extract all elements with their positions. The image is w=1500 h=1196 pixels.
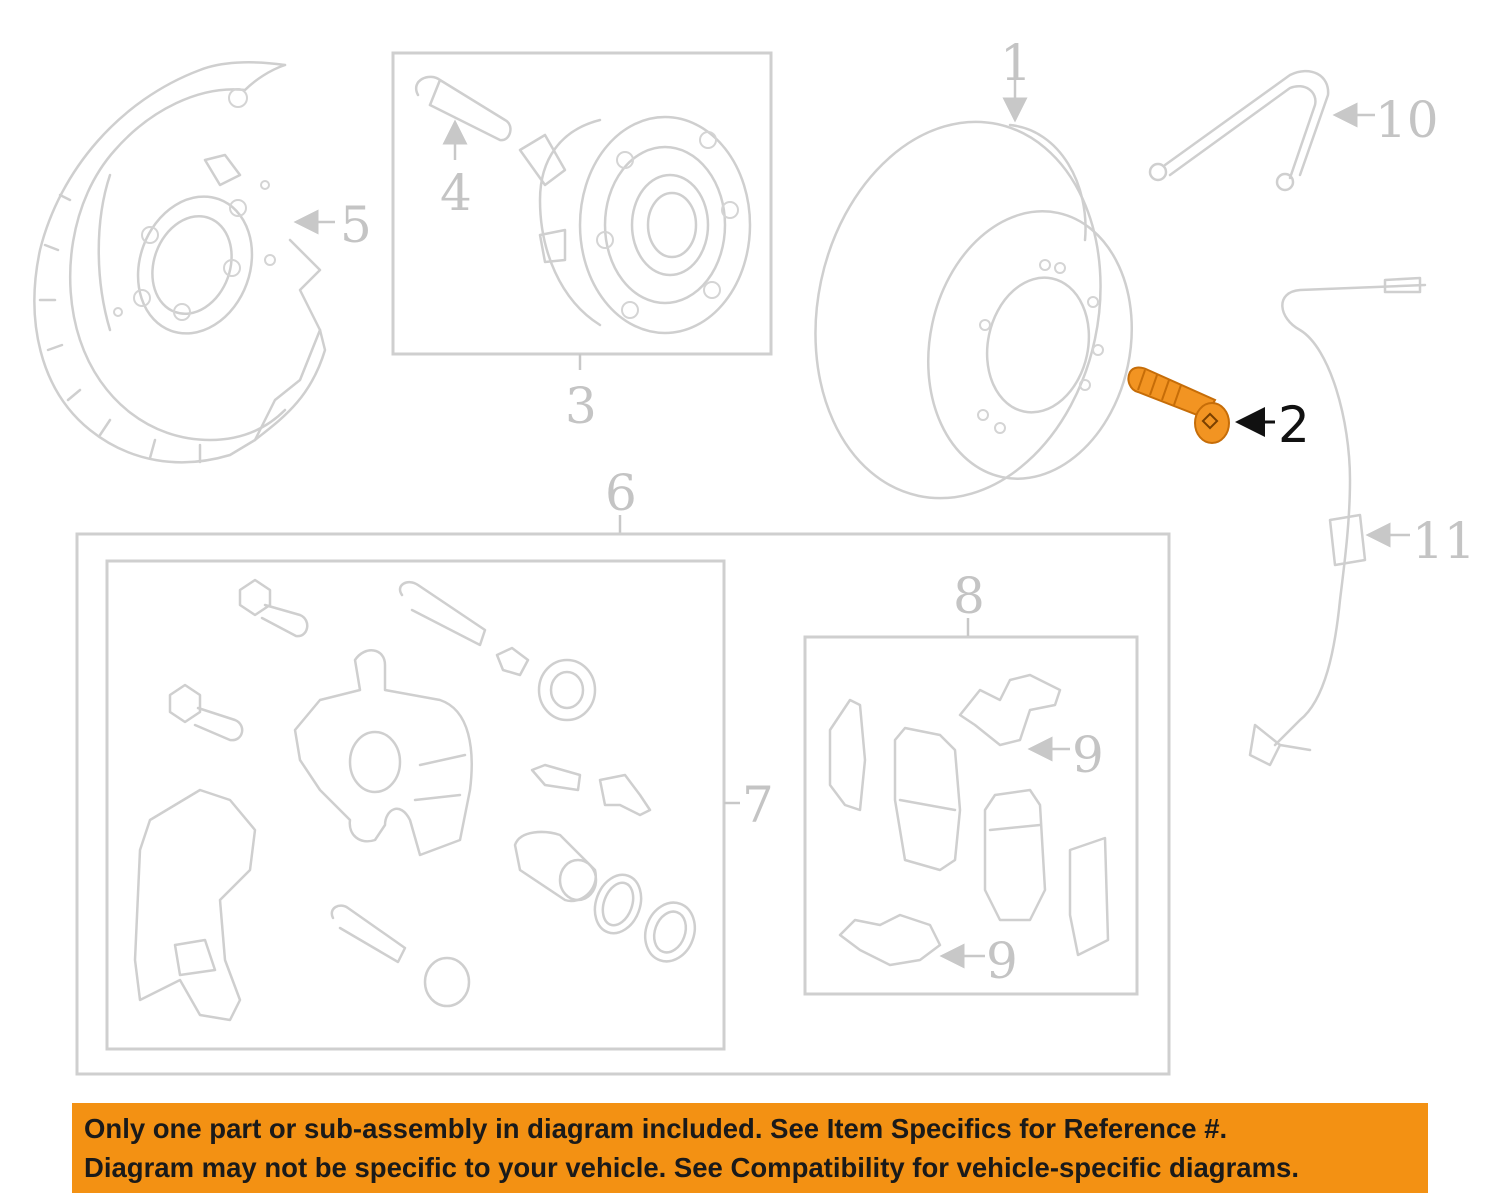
callout-5: 5 [340,196,372,254]
caliper-parts [133,578,697,1022]
callout-1: 1 [1000,34,1032,92]
callout-10: 10 [1375,91,1439,149]
callout-4: 4 [440,164,472,222]
pad-kit-box [803,635,1139,996]
callout-3: 3 [565,377,597,435]
caliper-assembly-box [75,532,1171,1076]
callout-7: 7 [742,776,774,834]
callout-2: 2 [1278,396,1310,454]
disclaimer-line-1: Only one part or sub-assembly in diagram… [84,1113,1228,1144]
backing-plate-part [33,61,327,464]
disclaimer-line-2: Diagram may not be specific to your vehi… [84,1152,1299,1183]
callout-9-lower: 9 [986,932,1018,990]
brake-rotor-part [814,120,1134,500]
rotor-screw-highlighted [1127,366,1230,444]
speed-sensor-part [1248,276,1427,767]
hub-assembly-box [391,51,773,356]
disclaimer-banner: Only one part or sub-assembly in diagram… [72,1103,1428,1193]
callout-9-upper: 9 [1072,726,1104,784]
callout-11: 11 [1412,512,1476,570]
callout-6: 6 [605,464,637,522]
caliper-components-box [105,559,726,1051]
brake-pads-parts [828,673,1110,967]
callout-8: 8 [953,567,985,625]
hub-bearing-part [414,75,752,335]
brake-hose-part [1148,69,1330,192]
